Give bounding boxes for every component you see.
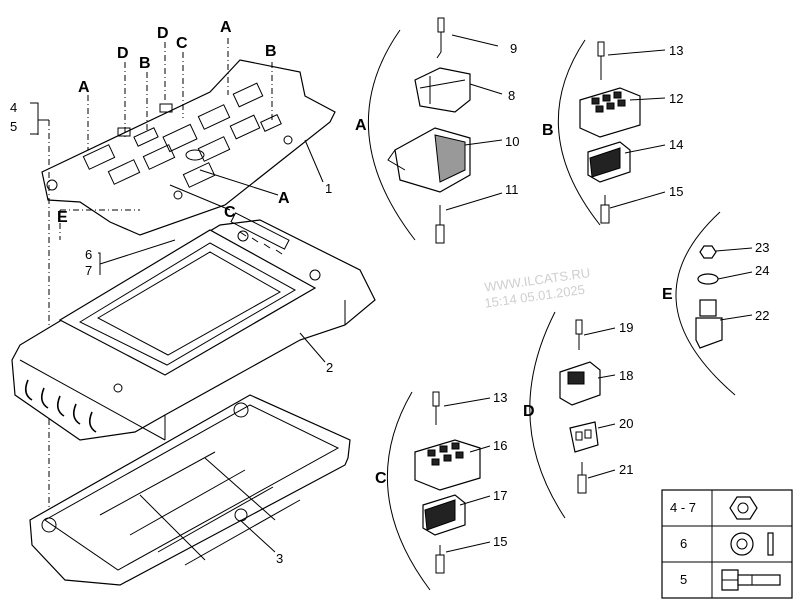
plate-letter-a-1: A [220, 19, 232, 36]
group-label-c: C [375, 470, 387, 487]
callout-16: 16 [493, 438, 507, 453]
callout-10: 10 [505, 134, 519, 149]
group-label-b: B [542, 122, 554, 139]
callout-7: 7 [85, 263, 92, 278]
plate-letter-d-2: D [157, 25, 169, 42]
callout-15-b: 15 [669, 184, 683, 199]
plate-letter-b-1: B [139, 55, 151, 72]
group-label-e: E [662, 286, 673, 303]
callout-22: 22 [755, 308, 769, 323]
callout-18: 18 [619, 368, 633, 383]
plate-letter-c-2: C [224, 204, 236, 221]
bolt-icon [721, 569, 781, 591]
plate-letter-b-2: B [265, 43, 277, 60]
nut-icon [729, 496, 758, 520]
hardware-legend: 4 - 7 6 5 [661, 489, 793, 599]
callout-13-b: 13 [669, 43, 683, 58]
legend-row-5: 5 [680, 572, 687, 587]
connector-group-e [675, 211, 753, 396]
legend-row-4-7: 4 - 7 [670, 500, 696, 515]
group-label-d: D [523, 403, 535, 420]
main-leaders [30, 102, 326, 553]
callout-14: 14 [669, 137, 683, 152]
plate-letter-a-2: A [78, 79, 90, 96]
connector-group-d [529, 311, 616, 519]
plate-letter-c-1: C [176, 35, 188, 52]
connector-group-c [386, 391, 491, 591]
washer-icon [730, 532, 774, 556]
fuse-box-tray [29, 394, 351, 586]
callout-24: 24 [755, 263, 769, 278]
callout-5: 5 [10, 119, 17, 134]
callout-4: 4 [10, 100, 17, 115]
legend-row-6: 6 [680, 536, 687, 551]
callout-12: 12 [669, 91, 683, 106]
plate-letter-e: E [57, 209, 68, 226]
callout-21: 21 [619, 462, 633, 477]
callout-17: 17 [493, 488, 507, 503]
connector-group-b [557, 39, 666, 226]
group-label-a: A [355, 117, 367, 134]
mounting-plate [41, 38, 336, 240]
callout-2: 2 [326, 360, 333, 375]
fuse-box-frame [11, 212, 376, 441]
callout-23: 23 [755, 240, 769, 255]
callout-6: 6 [85, 247, 92, 262]
callout-8: 8 [508, 88, 515, 103]
callout-20: 20 [619, 416, 633, 431]
callout-3: 3 [276, 551, 283, 566]
callout-11: 11 [505, 182, 519, 197]
plate-letter-d-1: D [117, 45, 129, 62]
callout-19: 19 [619, 320, 633, 335]
callout-1: 1 [325, 181, 332, 196]
callout-13-c: 13 [493, 390, 507, 405]
callout-9: 9 [510, 41, 517, 56]
connector-group-a [367, 17, 503, 244]
callout-15-c: 15 [493, 534, 507, 549]
plate-letter-a-3: A [278, 190, 290, 207]
